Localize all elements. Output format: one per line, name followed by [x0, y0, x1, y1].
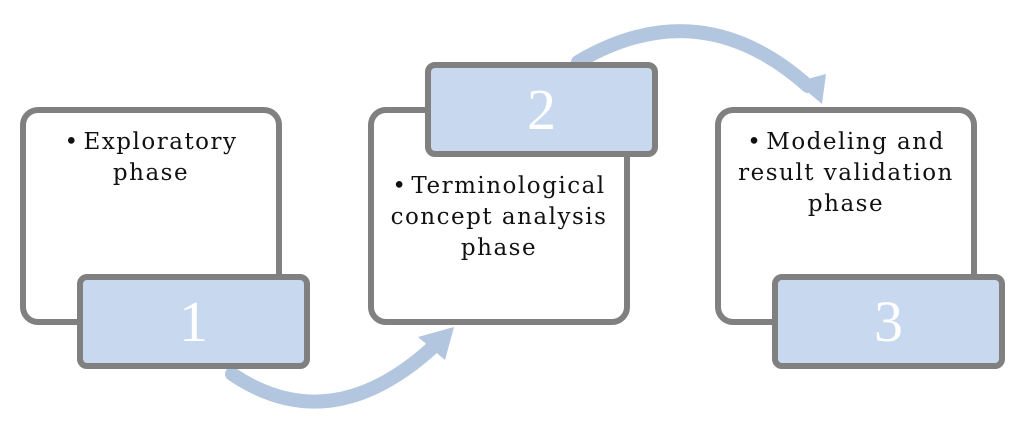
phase-3-text: Modeling and result validation phase [737, 127, 955, 220]
bullet-icon [392, 173, 411, 199]
phase-1-text: Exploratory phase [42, 127, 260, 189]
curved-arrow-up-right-icon [225, 327, 454, 409]
phase-2-text: Terminological concept analysis phase [390, 171, 608, 264]
phase-3-label: Modeling and result validation phase [738, 129, 954, 217]
curved-arrow-down-right-icon [571, 24, 826, 104]
bullet-icon [747, 129, 766, 155]
phase-1-label: Exploratory phase [83, 129, 238, 186]
phase-1-description: Exploratory phase [42, 127, 260, 189]
phase-3-number-tab: 3 [772, 274, 1005, 369]
phase-2-number-tab: 2 [425, 62, 658, 157]
bullet-icon [64, 129, 83, 155]
phase-2-description: Terminological concept analysis phase [390, 171, 608, 264]
phase-1-number: 1 [179, 288, 208, 354]
phase-1-number-tab: 1 [77, 274, 310, 369]
phase-2-label: Terminological concept analysis phase [390, 173, 608, 261]
phase-3-description: Modeling and result validation phase [737, 127, 955, 220]
phase-3-number: 3 [874, 288, 903, 354]
phase-2-number: 2 [527, 76, 556, 142]
